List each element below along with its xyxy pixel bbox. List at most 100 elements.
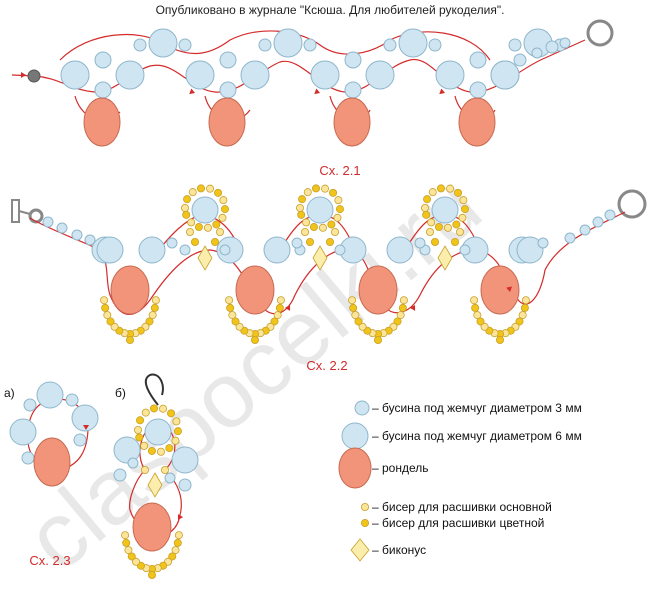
- seed-bead-colored: [311, 184, 320, 193]
- seed-bead-colored: [150, 303, 159, 312]
- seed-bead-colored: [270, 317, 279, 326]
- thread-arrow: [177, 514, 184, 520]
- sub-label-a: а): [4, 386, 15, 400]
- scheme-2-1: [11, 19, 614, 147]
- seed-bead-colored: [327, 220, 336, 229]
- pearl-3mm-bead: [133, 38, 147, 52]
- seed-bead-colored: [183, 195, 192, 204]
- seed-bead-main: [302, 218, 311, 227]
- seed-bead-colored: [226, 303, 235, 312]
- seed-bead-main: [399, 296, 408, 305]
- seed-bead-colored: [106, 317, 115, 326]
- legend-bicone-label: – биконус: [372, 543, 426, 557]
- seed-bead-colored: [194, 223, 203, 232]
- pearl-3mm-bead: [166, 237, 178, 249]
- seed-bead-colored: [450, 237, 459, 246]
- pearl-6mm-bead: [365, 60, 395, 90]
- pearl-6mm-bead: [306, 196, 334, 224]
- pearl-6mm-bead: [398, 28, 428, 58]
- seed-bead-main: [446, 184, 455, 193]
- seed-bead-main: [219, 196, 228, 205]
- seed-bead-colored: [349, 303, 358, 312]
- seed-bead-main: [360, 502, 369, 511]
- seed-bead-colored: [136, 416, 145, 425]
- thread-arrow: [284, 305, 291, 311]
- seed-bead-colored: [145, 317, 154, 326]
- pearl-3mm-bead: [344, 51, 362, 69]
- seed-bead-main: [470, 296, 479, 305]
- thread-arrow: [314, 88, 320, 95]
- pearl-6mm-bead: [148, 28, 178, 58]
- seed-bead-colored: [182, 210, 191, 219]
- pearl-3mm-bead: [73, 433, 87, 447]
- seed-bead-colored: [231, 317, 240, 326]
- rondel-bead: [333, 97, 371, 147]
- legend: [338, 400, 372, 562]
- legend-seed-color-label: – бисер для расшивки цветной: [372, 516, 544, 530]
- pearl-3mm-bead: [559, 37, 571, 49]
- pearl-3mm-bead: [21, 451, 35, 465]
- pearl-3mm-bead: [383, 38, 397, 52]
- seed-bead-main: [188, 188, 197, 197]
- seed-bead-main: [225, 296, 234, 305]
- rondel-bead: [338, 447, 372, 489]
- seed-bead-main: [133, 425, 142, 434]
- thread-path: [74, 95, 496, 121]
- seed-bead-colored: [165, 444, 174, 453]
- pearl-3mm-bead: [291, 237, 303, 249]
- scheme-2-3: [9, 373, 199, 580]
- seed-bead-main: [124, 546, 133, 555]
- toggle-bar: [11, 199, 20, 223]
- seed-bead-colored: [360, 519, 369, 528]
- seed-bead-colored: [423, 195, 432, 204]
- rondel-bead: [83, 97, 121, 147]
- seed-bead-main: [428, 188, 437, 197]
- seed-bead-main: [228, 311, 237, 320]
- seed-bead-colored: [210, 237, 219, 246]
- clasp-ring: [586, 19, 614, 47]
- pearl-3mm-bead: [113, 468, 127, 482]
- seed-bead-main: [473, 311, 482, 320]
- rondel-bead: [358, 265, 398, 315]
- pearl-6mm-bead: [516, 236, 544, 264]
- bicone-bead: [350, 538, 370, 562]
- pearl-3mm-bead: [428, 38, 442, 52]
- seed-bead-colored: [298, 195, 307, 204]
- seed-bead-colored: [196, 184, 205, 193]
- seed-bead-main: [521, 296, 530, 305]
- seed-bead-colored: [297, 210, 306, 219]
- seed-bead-colored: [434, 223, 443, 232]
- rondel-bead: [235, 265, 275, 315]
- seed-bead-main: [273, 311, 282, 320]
- seed-bead-colored: [220, 205, 229, 214]
- seed-bead-main: [148, 311, 157, 320]
- seed-bead-main: [103, 311, 112, 320]
- pearl-3mm-bead: [94, 51, 112, 69]
- seed-bead-colored: [430, 237, 439, 246]
- seed-bead-colored: [436, 184, 445, 193]
- clasp-ring: [617, 189, 647, 219]
- seed-bead-colored: [422, 210, 431, 219]
- pearl-3mm-bead: [94, 81, 112, 99]
- seed-bead-colored: [476, 317, 485, 326]
- pearl-3mm-bead: [414, 237, 426, 249]
- toggle-connector: [18, 210, 31, 215]
- seed-bead-colored: [305, 237, 314, 246]
- seed-bead-main: [100, 296, 109, 305]
- thread-arrow: [506, 286, 513, 292]
- pearl-3mm-bead: [84, 234, 96, 246]
- bicone-bead: [197, 245, 213, 271]
- legend-seed-main-label: – бисер для расшивки основной: [372, 500, 552, 514]
- seed-bead-colored: [452, 220, 461, 229]
- seed-bead-main: [218, 213, 227, 222]
- seed-bead-colored: [149, 404, 158, 413]
- pearl-3mm-bead: [564, 232, 576, 244]
- seed-bead-colored: [460, 205, 469, 214]
- pearl-3mm-bead: [303, 38, 317, 52]
- rondel-bead: [33, 437, 71, 487]
- seed-bead-main: [333, 213, 342, 222]
- seed-bead-main: [203, 223, 212, 232]
- seed-bead-main: [156, 447, 165, 456]
- seed-bead-main: [295, 203, 304, 212]
